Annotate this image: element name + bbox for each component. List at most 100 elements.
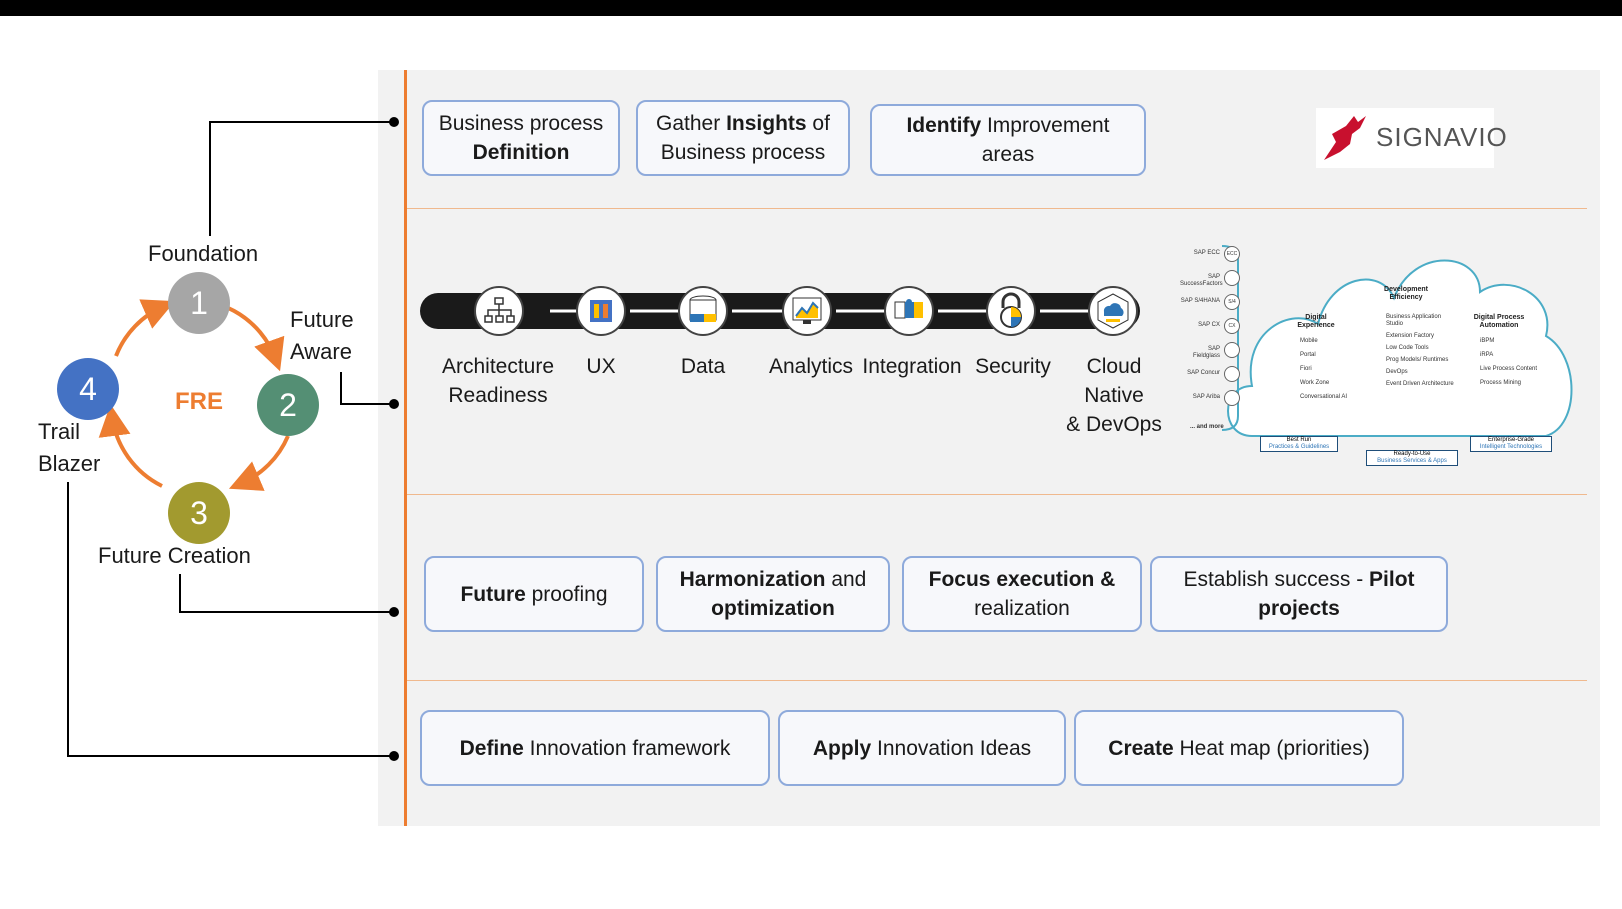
cloud-item: Fiori: [1300, 366, 1312, 372]
label-architecture-readiness: Architecture Readiness: [436, 352, 560, 410]
cloud-item: Conversational AI: [1300, 394, 1348, 400]
cloud-item: Process Mining: [1480, 380, 1522, 386]
padlock-icon: [986, 286, 1036, 336]
box-bold: Definition: [472, 141, 570, 164]
node-4: 4: [57, 358, 119, 420]
sap-product-badge-icon: [1224, 270, 1240, 286]
box-bold: Identify: [906, 114, 982, 137]
label-line: Cloud: [1086, 355, 1142, 378]
label-future-creation: Future Creation: [98, 543, 251, 568]
row-separator: [407, 208, 1587, 209]
content-panel: [378, 70, 1600, 826]
node-number: 4: [79, 370, 97, 407]
puzzle-icon: [884, 286, 934, 336]
box-bold: Pilot: [1369, 568, 1415, 591]
box-text: Business process: [438, 112, 604, 135]
label-line: & DevOps: [1066, 413, 1162, 436]
tag-sub: Practices & Guidelines: [1268, 444, 1330, 450]
sap-product-name: SAP Ariba: [1192, 394, 1220, 400]
label-cloud-native-devops: Cloud Native & DevOps: [1062, 352, 1166, 439]
cloud-item: iBPM: [1480, 338, 1495, 344]
sap-product-name: SAP SuccessFactors: [1180, 274, 1223, 287]
cloud-item: Prog Models/ Runtimes: [1386, 357, 1449, 363]
label-line: Architecture: [441, 355, 555, 378]
label-foundation: Foundation: [148, 241, 259, 266]
box-focus-execution: Focus execution &realization: [902, 556, 1142, 632]
cloud-item: Business Application Studio: [1386, 314, 1442, 327]
connector-future-aware: [340, 372, 394, 405]
tag-title: Ready-to-Use: [1393, 451, 1431, 457]
node-number: 3: [190, 494, 208, 531]
sap-product-name: SAP S/4HANA: [1180, 298, 1220, 304]
row-separator: [407, 494, 1587, 495]
deer-icon: [1324, 116, 1366, 160]
cloud-item: Extension Factory: [1386, 333, 1435, 339]
cloud-item: DevOps: [1386, 369, 1408, 375]
sap-product-name: SAP ECC: [1193, 250, 1220, 256]
signavio-logo: SIGNAVIO: [1316, 108, 1507, 168]
sap-product-badge-icon: [1224, 366, 1240, 382]
box-bold: projects: [1258, 597, 1340, 620]
connector-future-creation: [179, 574, 394, 613]
cloud-col3-items: iBPM iRPA Live Process Content Process M…: [1480, 338, 1540, 394]
logo-text: SIGNAVIO: [1376, 122, 1508, 152]
tag-title: Best Run: [1286, 437, 1312, 443]
label-line: Aware: [290, 339, 352, 364]
box-bold: optimization: [711, 597, 835, 620]
sap-product-badge-icon: [1224, 390, 1240, 406]
box-text: proofing: [525, 582, 608, 606]
sap-product-badge-icon: [1224, 342, 1240, 358]
sap-product-badge-icon: CX: [1224, 318, 1240, 334]
sap-product-name: SAP Fieldglass: [1192, 346, 1220, 359]
node-3: 3: [168, 482, 230, 544]
box-text: and: [825, 568, 867, 591]
box-text: of: [806, 112, 830, 135]
cloud-col1-items: Mobile Portal Fiori Work Zone Conversati…: [1300, 338, 1364, 408]
cloud-item: iRPA: [1480, 352, 1494, 358]
cloud-item: Event Driven Architecture: [1386, 381, 1454, 387]
sap-more: ... and more: [1190, 424, 1224, 430]
box-bold: Insights: [726, 112, 807, 135]
database-icon: [678, 286, 728, 336]
org-chart-icon: [474, 286, 524, 336]
tag-sub: Intelligent Technologies: [1479, 444, 1543, 450]
node-number: 1: [190, 284, 208, 321]
label-integration: Integration: [862, 355, 962, 378]
box-text: Innovation Ideas: [871, 736, 1032, 760]
cloud-item: Portal: [1300, 352, 1316, 358]
cloud-col3-title: Digital Process Automation: [1473, 314, 1525, 329]
label-trail-blazer: Trail Blazer: [38, 416, 100, 480]
cloud-item: Mobile: [1300, 338, 1318, 344]
cloud-item: Live Process Content: [1480, 366, 1538, 372]
sap-product-badge-icon: S/4: [1224, 294, 1240, 310]
cycle-arrow: [228, 435, 290, 491]
box-text: areas: [981, 143, 1035, 166]
connector-trail-blazer: [67, 482, 394, 757]
cloud-cube-icon: [1088, 286, 1138, 336]
label-line: Blazer: [38, 451, 101, 476]
box-text: Improvement: [981, 114, 1110, 137]
cloud-col2-title: Development Efficiency: [1384, 286, 1428, 301]
box-apply-innovation-ideas: Apply Innovation Ideas: [778, 710, 1066, 786]
cycle-center-label: FRE: [175, 388, 223, 415]
node-number: 2: [279, 386, 297, 423]
label-analytics: Analytics: [768, 355, 854, 378]
diagram-canvas: Foundation 1 Future Aware 2 3 Future Cre…: [0, 16, 1622, 909]
connector-foundation: [209, 121, 394, 236]
box-text: Innovation framework: [523, 736, 731, 760]
sap-product-name: SAP CX: [1198, 322, 1220, 328]
timeline-axis: [404, 70, 407, 826]
tag-title: Enterprise-Grade: [1487, 437, 1535, 443]
label-line: Future: [290, 307, 354, 332]
sap-product-badge-icon: ECC: [1224, 246, 1240, 262]
box-text: Heat map (priorities): [1173, 736, 1370, 760]
label-security: Security: [975, 355, 1051, 378]
label-line: Native: [1084, 384, 1144, 407]
label-future-aware: Future Aware: [290, 304, 354, 368]
box-bold: Future: [460, 582, 526, 606]
